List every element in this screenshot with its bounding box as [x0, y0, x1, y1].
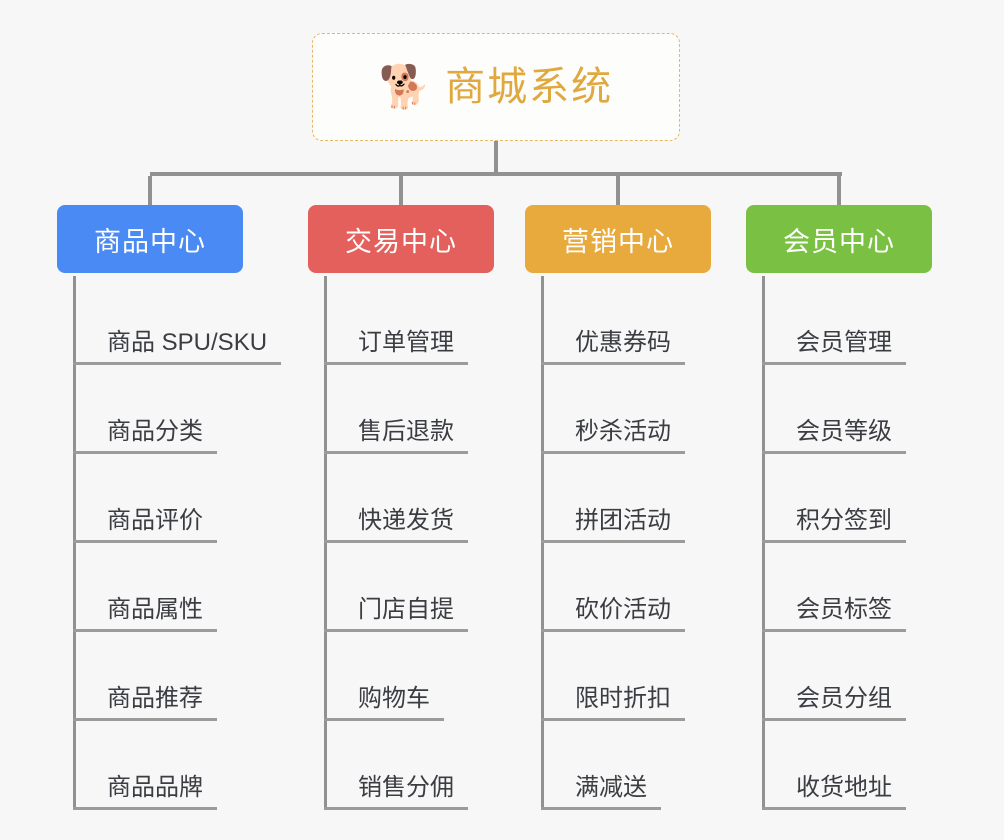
branch-item[interactable]: 商品评价	[73, 454, 281, 543]
root-stem-connector	[494, 141, 498, 175]
branch-item-label: 购物车	[324, 685, 444, 721]
branch-item[interactable]: 商品属性	[73, 543, 281, 632]
branch-item[interactable]: 满减送	[541, 721, 685, 810]
branch-header-label: 交易中心	[345, 226, 457, 257]
branch-item-label: 快递发货	[324, 507, 468, 543]
branch-drop-connector	[148, 176, 152, 207]
branch-drop-connector	[837, 176, 841, 207]
branch-trunk-connector	[541, 276, 544, 810]
branch-item-label: 会员等级	[762, 418, 906, 454]
branch-item[interactable]: 售后退款	[324, 365, 468, 454]
branch-item-label: 商品品牌	[73, 774, 217, 810]
branch-item-label: 优惠券码	[541, 329, 685, 365]
branch-item-label: 满减送	[541, 774, 661, 810]
branch-item-label: 商品推荐	[73, 685, 217, 721]
branch-header-label: 营销中心	[562, 226, 674, 257]
branch-header-4[interactable]: 会员中心	[746, 205, 932, 273]
branch-item-label: 门店自提	[324, 596, 468, 632]
branch-drop-connector	[616, 176, 620, 207]
branch-item-label: 秒杀活动	[541, 418, 685, 454]
branch-item[interactable]: 会员标签	[762, 543, 906, 632]
branch-bus-connector	[150, 172, 842, 176]
branch-trunk-connector	[324, 276, 327, 810]
branch-item-label: 商品 SPU/SKU	[73, 329, 282, 365]
branch-item[interactable]: 商品品牌	[73, 721, 281, 810]
branch-item[interactable]: 商品分类	[73, 365, 281, 454]
branch-item[interactable]: 砍价活动	[541, 543, 685, 632]
branch-item[interactable]: 优惠券码	[541, 276, 685, 365]
branch-item[interactable]: 门店自提	[324, 543, 468, 632]
root-title: 商城系统	[445, 65, 614, 109]
branch-header-1[interactable]: 商品中心	[57, 205, 243, 273]
branch-item-label: 商品分类	[73, 418, 217, 454]
shiba-dog-face-icon: 🐕	[378, 63, 432, 110]
branch-trunk-connector	[762, 276, 765, 810]
branch-item[interactable]: 商品推荐	[73, 632, 281, 721]
branch-item[interactable]: 会员等级	[762, 365, 906, 454]
branch-item[interactable]: 商品 SPU/SKU	[73, 276, 282, 365]
branch-item[interactable]: 会员管理	[762, 276, 906, 365]
branch-item-list: 优惠券码秒杀活动拼团活动砍价活动限时折扣满减送	[541, 276, 685, 810]
branch-item-label: 积分签到	[762, 507, 906, 543]
branch-item-label: 销售分佣	[324, 774, 468, 810]
branch-header-2[interactable]: 交易中心	[308, 205, 494, 273]
branch-item-label: 会员分组	[762, 685, 906, 721]
branch-item[interactable]: 秒杀活动	[541, 365, 685, 454]
branch-item-label: 会员标签	[762, 596, 906, 632]
branch-item[interactable]: 收货地址	[762, 721, 906, 810]
branch-trunk-connector	[73, 276, 76, 810]
branch-item-label: 拼团活动	[541, 507, 685, 543]
branch-item-label: 砍价活动	[541, 596, 685, 632]
branch-drop-connector	[399, 176, 403, 207]
branch-item-label: 商品属性	[73, 596, 217, 632]
branch-item-label: 售后退款	[324, 418, 468, 454]
branch-item[interactable]: 会员分组	[762, 632, 906, 721]
branch-item[interactable]: 购物车	[324, 632, 468, 721]
branch-header-3[interactable]: 营销中心	[525, 205, 711, 273]
branch-item-label: 收货地址	[762, 774, 906, 810]
branch-item-list: 商品 SPU/SKU 商品分类商品评价商品属性商品推荐商品品牌	[73, 276, 282, 810]
root-node[interactable]: 🐕 商城系统	[312, 33, 680, 141]
branch-header-label: 商品中心	[94, 226, 206, 257]
branch-item[interactable]: 限时折扣	[541, 632, 685, 721]
branch-item[interactable]: 快递发货	[324, 454, 468, 543]
branch-item[interactable]: 拼团活动	[541, 454, 685, 543]
branch-item-label: 会员管理	[762, 329, 906, 365]
branch-item[interactable]: 积分签到	[762, 454, 906, 543]
branch-item[interactable]: 订单管理	[324, 276, 468, 365]
branch-item-list: 会员管理会员等级积分签到会员标签会员分组收货地址	[762, 276, 906, 810]
branch-header-label: 会员中心	[783, 226, 895, 257]
branch-item-list: 订单管理售后退款快递发货门店自提购物车销售分佣	[324, 276, 468, 810]
branch-item-label: 商品评价	[73, 507, 217, 543]
branch-item[interactable]: 销售分佣	[324, 721, 468, 810]
branch-item-label: 限时折扣	[541, 685, 685, 721]
branch-item-label: 订单管理	[324, 329, 468, 365]
